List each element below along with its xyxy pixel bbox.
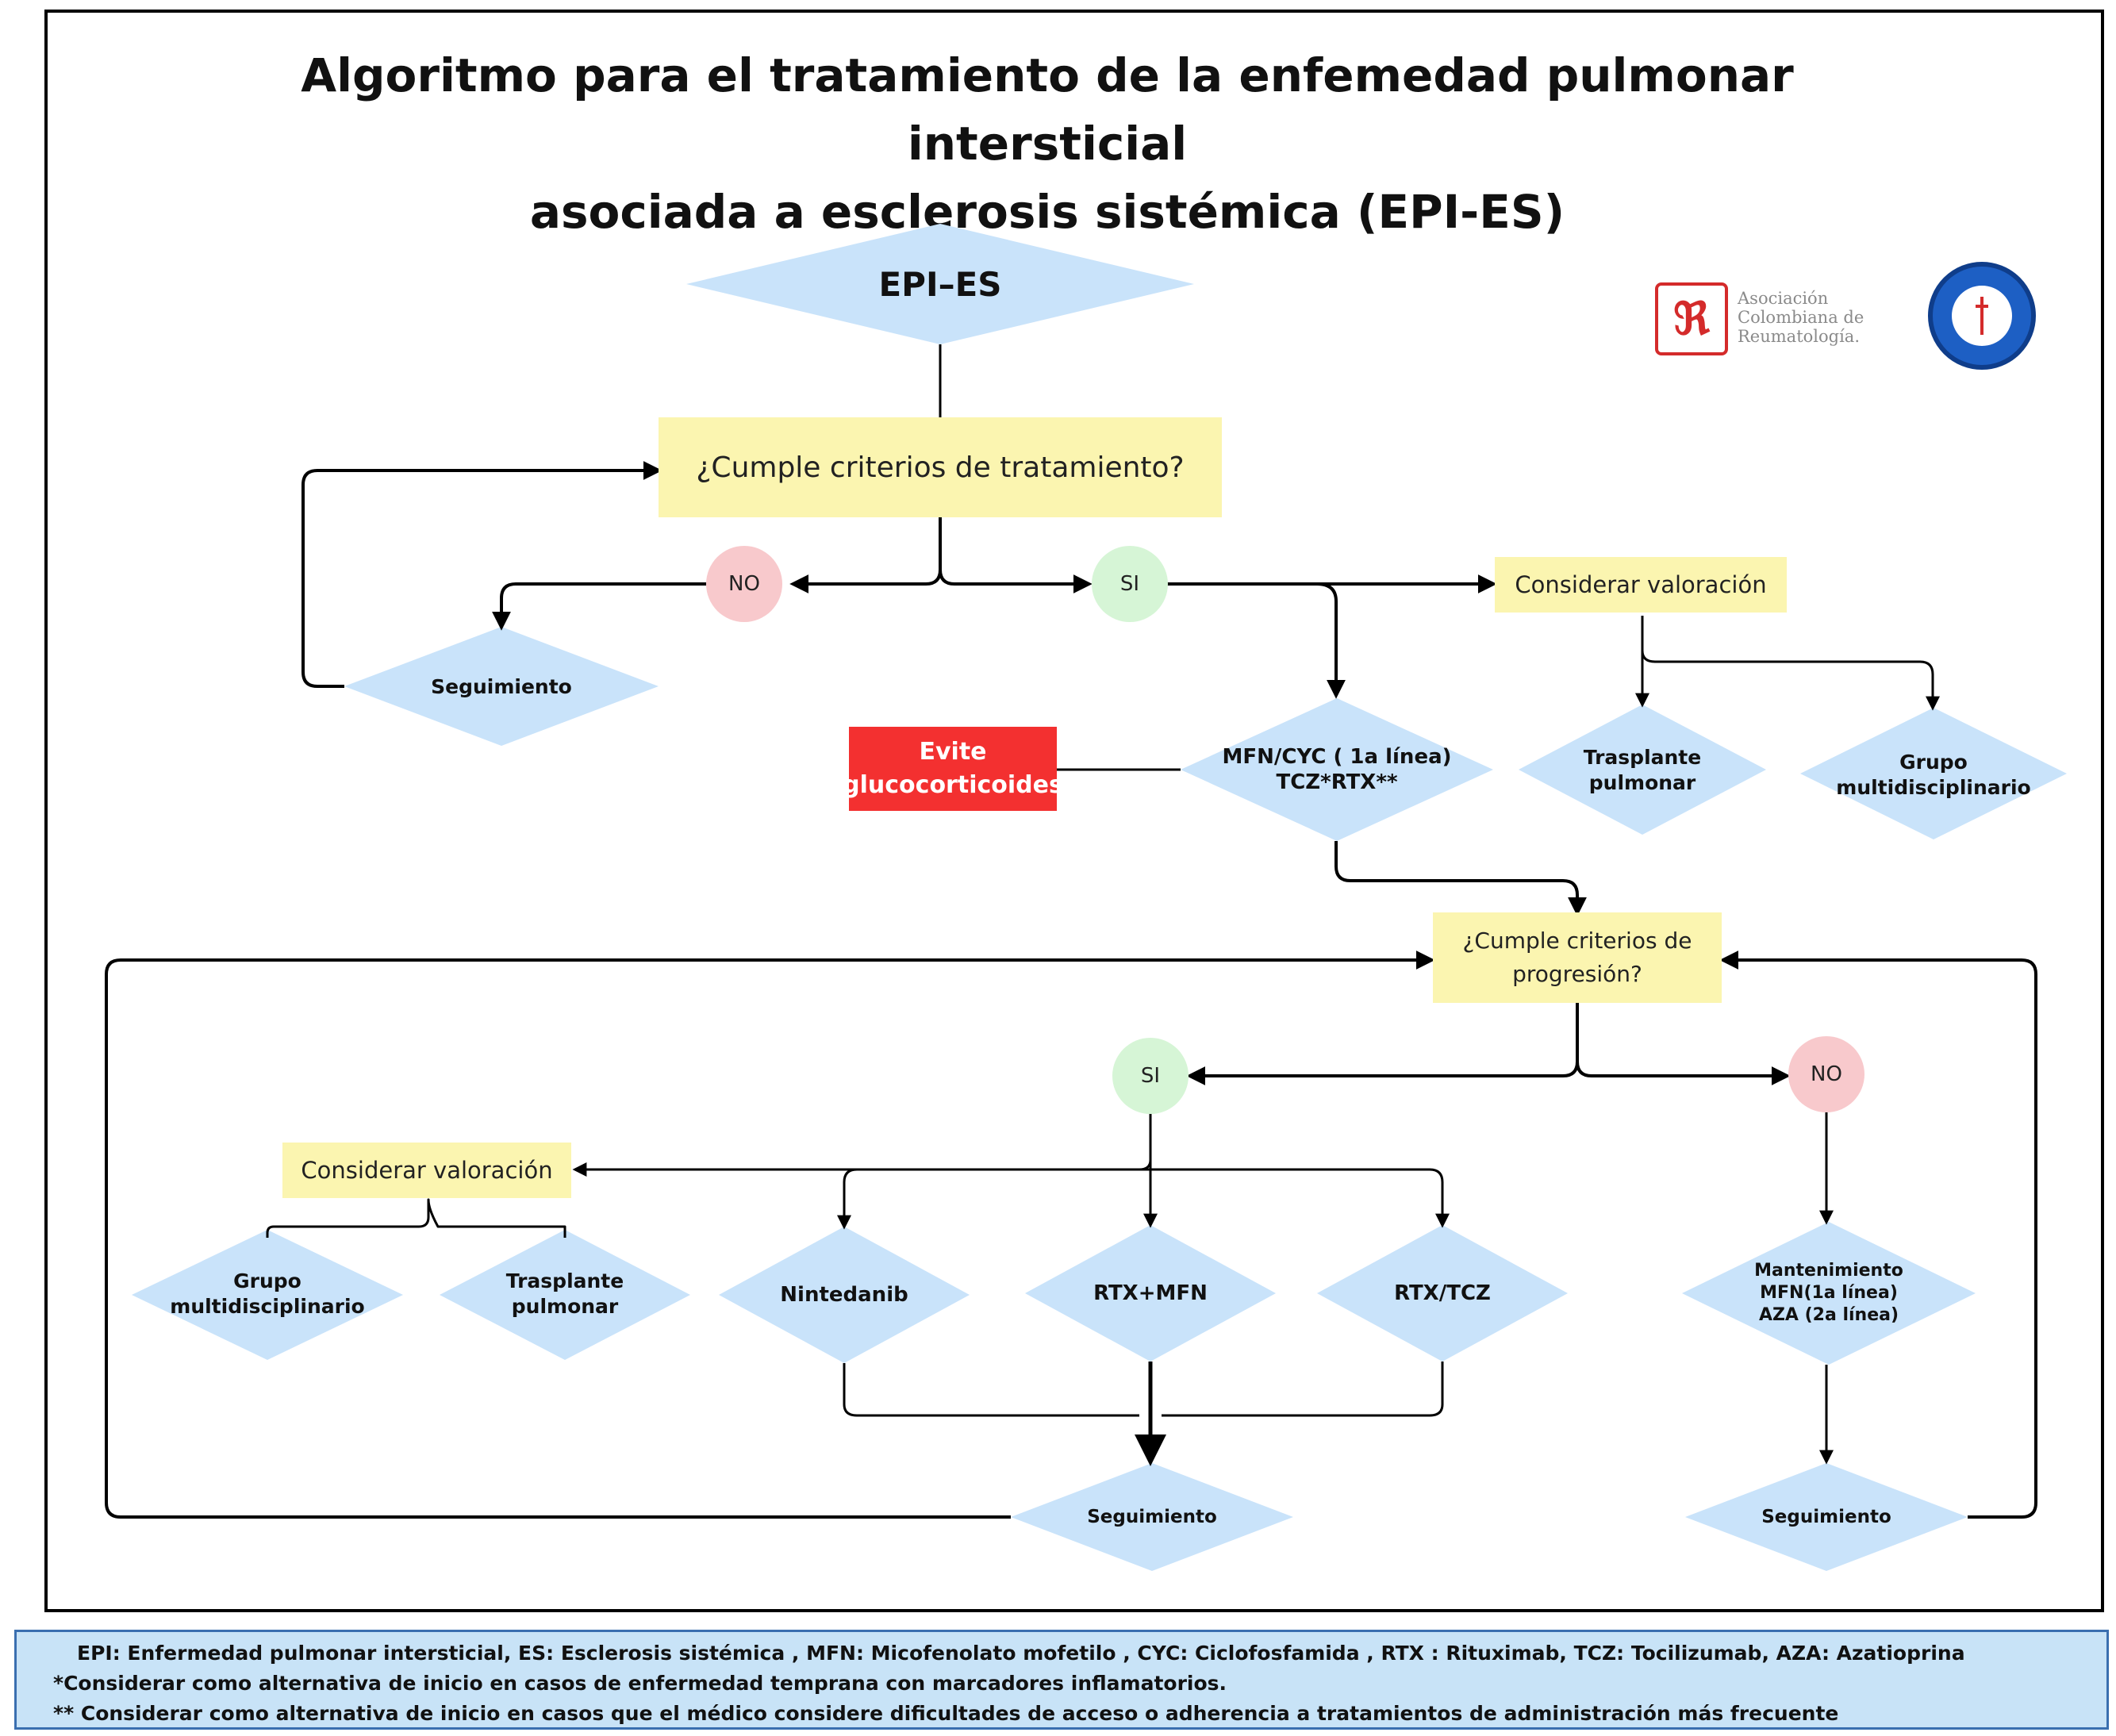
- start-diamond: [686, 224, 1194, 344]
- title-line-1: Algoritmo para el tratamiento de la enfe…: [301, 48, 1794, 171]
- mantenimiento-line-3: AZA (2a línea): [1758, 1305, 1899, 1325]
- connector-si1-primera: [1316, 582, 1346, 699]
- evite-glucocorticoides-box: Evite glucocorticoides: [843, 727, 1063, 811]
- seguimiento1-label: Seguimiento: [382, 666, 620, 706]
- mantenimiento-line-2: MFN(1a línea): [1760, 1283, 1898, 1303]
- grupo1-line-2: multidisciplinario: [1836, 776, 2031, 799]
- connector-cons2-brace: [266, 1198, 566, 1238]
- si-circle-1: SI: [1092, 546, 1168, 622]
- considerar-valoracion-box-2: Considerar valoración: [282, 1143, 571, 1198]
- no-label-2: NO: [1811, 1062, 1842, 1086]
- connector-si2-rtxtcz: [1150, 1168, 1450, 1228]
- nintedanib-text: Nintedanib: [780, 1283, 908, 1307]
- trasplante2-diamond: [440, 1230, 690, 1360]
- rtx-mfn-diamond: [1025, 1225, 1276, 1362]
- primera-linea-label: MFN/CYC ( 1a línea) TCZ*RTX**: [1206, 738, 1468, 801]
- acr-logo: ℜ: [1655, 282, 1728, 355]
- legend-line-2: *Considerar como alternativa de inicio e…: [53, 1672, 1227, 1695]
- connector-no1-seg: [492, 582, 706, 631]
- primera-linea-diamond: [1181, 698, 1493, 841]
- diagram-frame: [44, 10, 2104, 1612]
- evite-line-1: Evite: [919, 738, 987, 766]
- no-label-1: NO: [728, 572, 760, 596]
- association-seal-logo: [1928, 262, 2036, 370]
- rtx-mfn-text: RTX+MFN: [1093, 1281, 1208, 1305]
- abbreviations-legend: EPI: Enfermedad pulmonar intersticial, E…: [14, 1630, 2109, 1730]
- connector-seg1-loop: [301, 461, 662, 688]
- rtx-tcz-text: RTX/TCZ: [1394, 1281, 1491, 1305]
- start-text: EPI–ES: [878, 264, 1002, 304]
- question-progression-box: ¿Cumple criterios de progresión?: [1433, 912, 1722, 1003]
- connector-si2-nintedanib: [837, 1168, 1150, 1230]
- primera-linea-line-1: MFN/CYC ( 1a línea): [1222, 745, 1452, 769]
- grupo2-line-2: multidisciplinario: [170, 1295, 365, 1318]
- grupo1-diamond: [1800, 708, 2067, 839]
- seguimiento3-label: Seguimiento: [1715, 1500, 1937, 1534]
- acr-logo-line-2: Colombiana de: [1738, 308, 1864, 327]
- seguimiento2-diamond: [1011, 1463, 1293, 1571]
- trasplante1-line-2: pulmonar: [1588, 771, 1696, 794]
- trasplante1-line-1: Trasplante: [1583, 746, 1702, 769]
- seguimiento3-diamond: [1685, 1463, 1968, 1571]
- connector-q2-split: [1186, 1003, 1579, 1085]
- acr-logo-text: Asociación Colombiana de Reumatología.: [1738, 289, 1896, 346]
- connector-si2-considerar: [572, 1159, 1152, 1177]
- question-progression-line-1: ¿Cumple criterios de: [1462, 928, 1692, 954]
- question-treatment-box: ¿Cumple criterios de tratamiento?: [659, 417, 1222, 517]
- acr-logo-line-1: Asociación: [1738, 289, 1829, 308]
- seguimiento1-diamond: [344, 627, 659, 746]
- acr-logo-line-3: Reumatología.: [1738, 327, 1860, 346]
- connector-nintedanib-seg: [843, 1363, 1139, 1417]
- connector-q2-no: [1576, 1061, 1791, 1085]
- si-circle-2: SI: [1112, 1038, 1189, 1114]
- connector-seg3-loop: [1719, 951, 2037, 1519]
- trasplante1-label: Trasplante pulmonar: [1539, 743, 1745, 798]
- seguimiento3-text: Seguimiento: [1761, 1507, 1891, 1527]
- grupo1-label: Grupo multidisciplinario: [1817, 747, 2050, 803]
- seguimiento2-text: Seguimiento: [1087, 1507, 1217, 1527]
- considerar-valoracion-label-1: Considerar valoración: [1515, 571, 1767, 598]
- mantenimiento-label: Mantenimiento MFN(1a línea) AZA (2a líne…: [1714, 1257, 1944, 1330]
- grupo2-diamond: [132, 1230, 403, 1360]
- evite-line-2: glucocorticoides: [843, 771, 1063, 799]
- si-label-2: SI: [1140, 1064, 1161, 1088]
- seguimiento2-label: Seguimiento: [1041, 1500, 1263, 1534]
- page-title: Algoritmo para el tratamiento de la enfe…: [159, 41, 1936, 246]
- grupo2-label: Grupo multidisciplinario: [151, 1266, 384, 1322]
- connector-q1-si: [939, 569, 1093, 593]
- connector-rtxtcz-seg: [1162, 1362, 1444, 1417]
- primera-linea-line-2: TCZ*RTX**: [1276, 770, 1398, 794]
- trasplante1-diamond: [1519, 705, 1766, 835]
- nintedanib-diamond: [719, 1227, 970, 1363]
- connector-cons1-grupo: [1641, 650, 1940, 711]
- start-label: EPI–ES: [797, 260, 1083, 308]
- no-circle-2: NO: [1788, 1036, 1864, 1112]
- connector-q1-split: [789, 517, 942, 593]
- trasplante2-line-2: pulmonar: [511, 1295, 619, 1318]
- connector-primera-progresion: [1335, 841, 1587, 916]
- seguimiento1-text: Seguimiento: [431, 674, 572, 698]
- legend-line-3: ** Considerar como alternativa de inicio…: [53, 1702, 1839, 1725]
- seal-cross-icon: [1976, 297, 1988, 335]
- trasplante2-label: Trasplante pulmonar: [462, 1266, 668, 1322]
- si-label-1: SI: [1119, 572, 1140, 596]
- connector-seg2-loop: [105, 951, 1435, 1519]
- nintedanib-label: Nintedanib: [741, 1276, 947, 1314]
- considerar-valoracion-label-2: Considerar valoración: [301, 1157, 553, 1184]
- grupo1-line-1: Grupo: [1899, 751, 1968, 774]
- legend-line-1: EPI: Enfermedad pulmonar intersticial, E…: [77, 1642, 1965, 1665]
- considerar-valoracion-box-1: Considerar valoración: [1495, 557, 1787, 613]
- trasplante2-line-1: Trasplante: [505, 1269, 624, 1292]
- title-line-2: asociada a esclerosis sistémica (EPI-ES): [529, 185, 1565, 239]
- rtx-tcz-diamond: [1317, 1225, 1568, 1362]
- mantenimiento-line-1: Mantenimiento: [1754, 1261, 1903, 1281]
- question-treatment-label: ¿Cumple criterios de tratamiento?: [696, 451, 1185, 484]
- question-progression-line-2: progresión?: [1512, 961, 1642, 987]
- rtx-mfn-label: RTX+MFN: [1047, 1274, 1254, 1312]
- mantenimiento-diamond: [1682, 1222, 1976, 1365]
- grupo2-line-1: Grupo: [233, 1269, 301, 1292]
- no-circle-1: NO: [706, 546, 782, 622]
- flowchart-canvas: [105, 224, 2067, 1571]
- rtx-tcz-label: RTX/TCZ: [1339, 1274, 1546, 1312]
